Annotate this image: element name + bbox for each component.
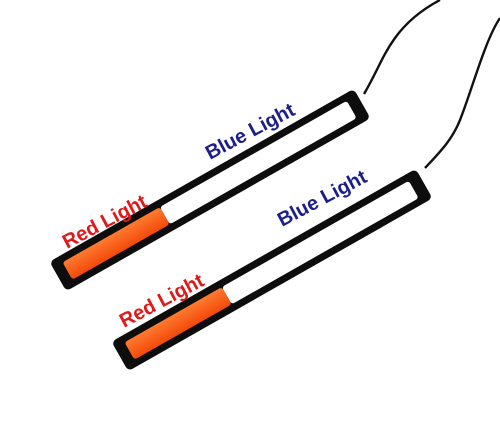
led-strip-upper	[51, 90, 369, 290]
blue-light-segment	[222, 181, 418, 304]
blue-light-segment	[160, 101, 356, 224]
cable-top	[362, 0, 441, 95]
red-light-segment	[63, 208, 169, 279]
red-light-segment	[125, 288, 231, 359]
cable-bottom	[424, 17, 500, 169]
led-strip-lower	[113, 170, 431, 370]
